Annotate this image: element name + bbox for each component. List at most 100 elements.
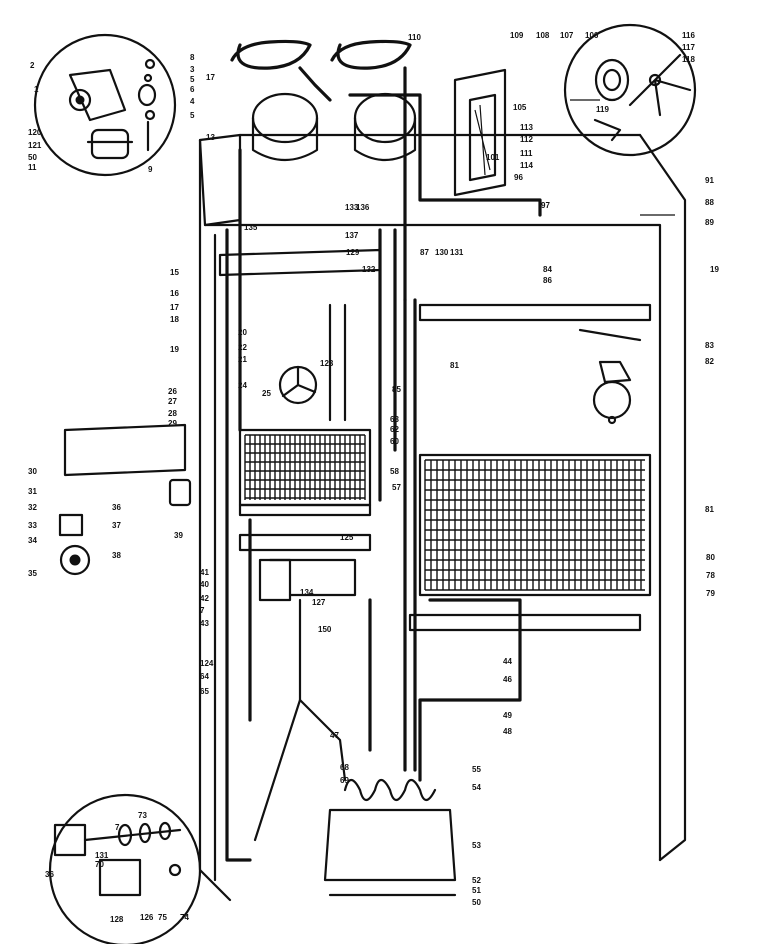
right-condenser: [418, 453, 652, 597]
callout-c43: 43: [200, 619, 209, 628]
callout-c55: 55: [472, 765, 481, 774]
callout-c68: 68: [340, 763, 349, 772]
callout-c109: 109: [510, 31, 524, 40]
callout-c18: 18: [170, 315, 179, 324]
callout-c7b: 7: [115, 823, 120, 832]
callout-c8a: 8: [190, 53, 195, 62]
callout-c106: 106: [585, 31, 599, 40]
callout-c63: 63: [390, 415, 399, 424]
callout-c57: 57: [392, 483, 401, 492]
callout-c47: 47: [330, 731, 339, 740]
callout-c4: 4: [190, 97, 195, 106]
callout-c54: 54: [472, 783, 481, 792]
callout-c44: 44: [503, 657, 512, 666]
callout-c113: 113: [520, 123, 533, 132]
callout-c64: 64: [200, 672, 209, 681]
callout-c83: 83: [705, 341, 714, 350]
callout-c112: 112: [520, 135, 533, 144]
callout-c40: 40: [200, 580, 209, 589]
callout-c34: 34: [28, 536, 37, 545]
callout-c107: 107: [560, 31, 574, 40]
callout-c5a: 5: [190, 75, 195, 84]
callout-c69: 69: [340, 776, 349, 785]
callout-c134: 134: [300, 588, 314, 597]
callout-c119: 119: [596, 105, 609, 114]
callout-c110: 110: [408, 33, 421, 42]
callout-c80: 80: [706, 553, 715, 562]
callout-c58: 58: [390, 467, 399, 476]
callout-c37: 37: [112, 521, 121, 530]
callout-c125: 125: [340, 533, 354, 542]
callout-c62: 62: [390, 425, 399, 434]
fan-shroud: [453, 68, 507, 197]
callout-c15: 15: [170, 268, 179, 277]
callout-c60: 60: [390, 437, 399, 446]
callout-c111: 111: [520, 149, 533, 158]
callout-c87: 87: [420, 248, 429, 257]
callout-c24: 24: [238, 381, 247, 390]
detail-circle-timer: [48, 793, 202, 944]
callout-c25: 25: [262, 389, 271, 398]
callout-c51: 51: [472, 886, 481, 895]
callout-c73: 73: [138, 811, 147, 820]
callout-c82: 82: [705, 357, 714, 366]
callout-c30: 30: [28, 467, 37, 476]
callout-c150: 150: [318, 625, 332, 634]
left-fan-blade: [278, 365, 318, 405]
callout-c137: 137: [345, 231, 359, 240]
callout-c53: 53: [472, 841, 481, 850]
callout-c78: 78: [706, 571, 715, 580]
callout-c48: 48: [503, 727, 512, 736]
callout-c135: 135: [244, 223, 258, 232]
callout-c5b: 5: [190, 111, 195, 120]
callout-c13: 13: [206, 133, 215, 142]
callout-c105: 105: [513, 103, 527, 112]
callout-c75: 75: [158, 913, 167, 922]
callout-c26: 26: [168, 387, 177, 396]
callout-c21: 21: [238, 355, 247, 364]
callout-c9: 9: [148, 165, 153, 174]
callout-c91: 91: [705, 176, 714, 185]
condenser-loops: [230, 39, 412, 302]
callout-c128: 128: [110, 915, 124, 924]
callout-c50a: 50: [28, 153, 37, 162]
callout-c49: 49: [503, 711, 512, 720]
callout-c101: 101: [486, 153, 500, 162]
callout-c88: 88: [705, 198, 714, 207]
callout-c126: 126: [140, 913, 154, 922]
callout-c108: 108: [536, 31, 550, 40]
callout-c28: 28: [168, 409, 177, 418]
compressors: [251, 92, 417, 161]
callout-c6: 6: [190, 85, 195, 94]
callout-c7: 7: [200, 606, 205, 615]
callout-c124: 124: [200, 659, 214, 668]
callout-c123: 123: [320, 359, 334, 368]
callout-c17a: 17: [206, 73, 215, 82]
callout-c35: 35: [28, 569, 37, 578]
drain-pan: [323, 778, 457, 897]
callout-c39: 39: [174, 531, 183, 540]
mid-left-parts: [58, 423, 642, 632]
callout-c86: 86: [543, 276, 552, 285]
callout-c120: 120: [28, 128, 42, 137]
callout-c97: 97: [541, 201, 550, 210]
callout-c2: 2: [30, 61, 35, 70]
left-evaporator: [238, 428, 372, 517]
callout-c32: 32: [28, 503, 37, 512]
callout-c36b: 36: [45, 870, 54, 879]
upper-crossbar: [218, 248, 652, 342]
callout-c50b: 50: [472, 898, 481, 907]
callout-c74: 74: [180, 913, 189, 922]
callout-c16: 16: [170, 289, 179, 298]
callout-c17b: 17: [170, 303, 179, 312]
callout-c52: 52: [472, 876, 481, 885]
callout-c27: 27: [168, 397, 177, 406]
callout-c46: 46: [503, 675, 512, 684]
callout-c85: 85: [392, 385, 401, 394]
callout-c42: 42: [200, 594, 209, 603]
callout-c31: 31: [28, 487, 37, 496]
bottom-right-parts: [592, 360, 632, 425]
callout-c36: 36: [112, 503, 121, 512]
